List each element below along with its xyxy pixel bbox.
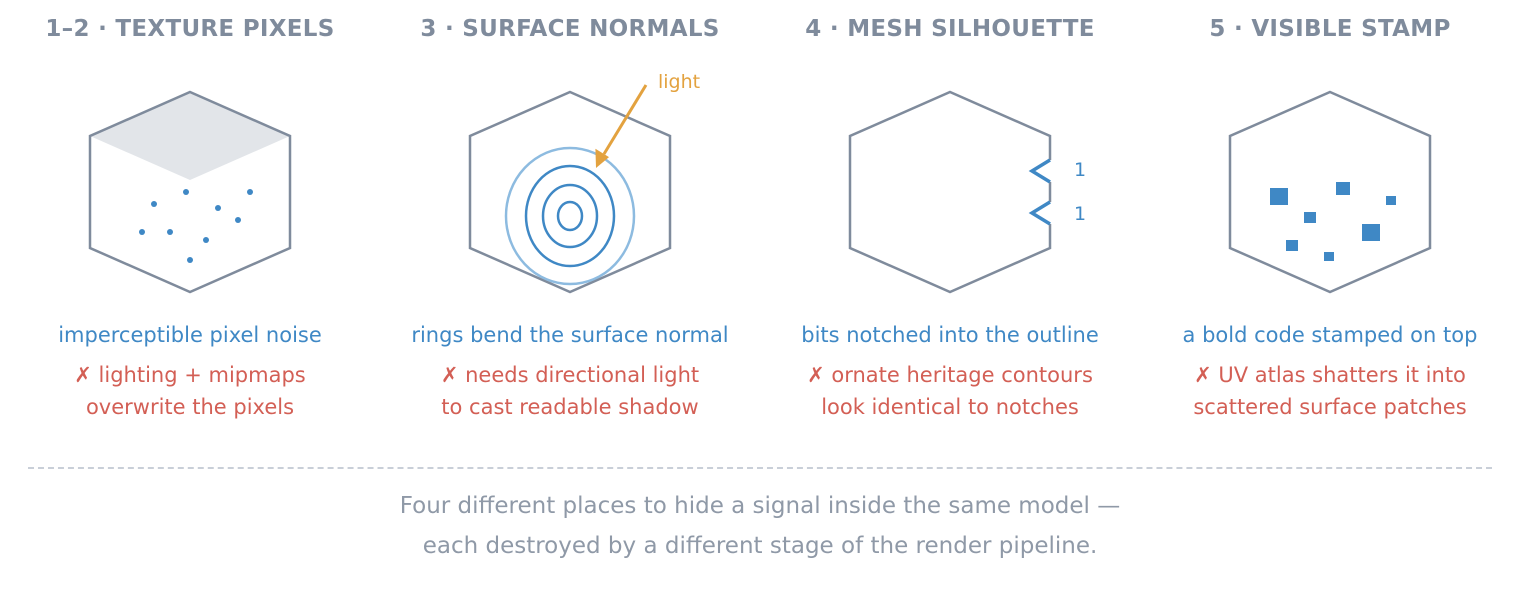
stamp-patch — [1286, 240, 1298, 251]
stamp-patch — [1336, 182, 1350, 195]
noise-dot — [187, 257, 193, 263]
panel-texture-pixels: 1–2 · TEXTURE PIXELS imperceptible pixel… — [0, 0, 380, 440]
panel-caption: bits notched into the outline — [801, 323, 1099, 347]
stamp-patches — [1270, 182, 1396, 261]
failure-line: ✗ UV atlas shatters it into — [1194, 363, 1466, 387]
panel-title: 5 · VISIBLE STAMP — [1209, 16, 1451, 42]
failure-line: to cast readable shadow — [441, 395, 699, 419]
footer-summary: Four different places to hide a signal i… — [0, 486, 1520, 566]
noise-dot — [167, 229, 173, 235]
cube-top-face — [90, 92, 290, 180]
panel-title: 1–2 · TEXTURE PIXELS — [45, 16, 335, 42]
dashed-divider — [28, 467, 1492, 469]
inner-ring — [556, 200, 584, 232]
light-arrow-head-icon — [595, 148, 609, 168]
footer-line: each destroyed by a different stage of t… — [422, 533, 1098, 559]
ring — [524, 164, 616, 268]
panel-failure-note: ✗ ornate heritage contours look identica… — [760, 359, 1140, 423]
panel-title: 4 · MESH SILHOUETTE — [805, 16, 1095, 42]
hexagon-outline — [468, 90, 672, 294]
pixel-noise-dots — [139, 189, 253, 263]
noise-dot — [151, 201, 157, 207]
failure-line: ✗ lighting + mipmaps — [74, 363, 306, 387]
panel-failure-note: ✗ UV atlas shatters it into scattered su… — [1140, 359, 1520, 423]
noise-dot — [183, 189, 189, 195]
stamp-patch — [1362, 224, 1380, 241]
surface-normals-diagram: light — [468, 71, 700, 294]
visible-stamp-diagram — [1228, 90, 1432, 294]
panel-caption: a bold code stamped on top — [1182, 323, 1478, 347]
failure-line: overwrite the pixels — [85, 395, 295, 419]
stamp-patch — [1386, 196, 1396, 205]
panel-mesh-silhouette: 4 · MESH SILHOUETTE 1 1 bits notched int… — [760, 0, 1140, 440]
panel-caption: imperceptible pixel noise — [58, 323, 322, 347]
panel-failure-note: ✗ lighting + mipmaps overwrite the pixel… — [0, 359, 380, 423]
failure-line: ✗ ornate heritage contours — [807, 363, 1093, 387]
panel-caption: rings bend the surface normal — [411, 323, 729, 347]
notch-bit-label: 1 — [1074, 203, 1086, 225]
light-arrow-shaft — [602, 84, 648, 155]
notch-bit-label: 1 — [1074, 159, 1086, 181]
stamp-patch — [1304, 212, 1316, 223]
texture-pixels-diagram — [88, 90, 292, 294]
panel-title: 3 · SURFACE NORMALS — [420, 16, 720, 42]
outer-ring — [504, 146, 636, 286]
stamp-patch — [1324, 252, 1334, 261]
panel-failure-note: ✗ needs directional light to cast readab… — [380, 359, 760, 423]
light-label: light — [658, 71, 700, 93]
ring — [541, 183, 599, 249]
noise-dot — [215, 205, 221, 211]
noise-dot — [139, 229, 145, 235]
noise-dot — [235, 217, 241, 223]
failure-line: ✗ needs directional light — [440, 363, 700, 387]
noise-dot — [203, 237, 209, 243]
hexagon-outline — [1228, 90, 1432, 294]
failure-line: scattered surface patches — [1193, 395, 1467, 419]
stamp-patch — [1270, 188, 1288, 205]
noise-dot — [247, 189, 253, 195]
notch — [1028, 200, 1051, 226]
mesh-silhouette-diagram: 1 1 — [848, 90, 1086, 294]
panel-surface-normals: 3 · SURFACE NORMALS light rings bend the… — [380, 0, 760, 440]
hexagon-outline — [88, 90, 292, 294]
failure-line: look identical to notches — [821, 395, 1079, 419]
panel-visible-stamp: 5 · VISIBLE STAMP a bold code stamped on… — [1140, 0, 1520, 440]
notch — [1028, 158, 1051, 184]
footer-line: Four different places to hide a signal i… — [399, 493, 1121, 519]
hexagon-outline — [848, 90, 1052, 294]
